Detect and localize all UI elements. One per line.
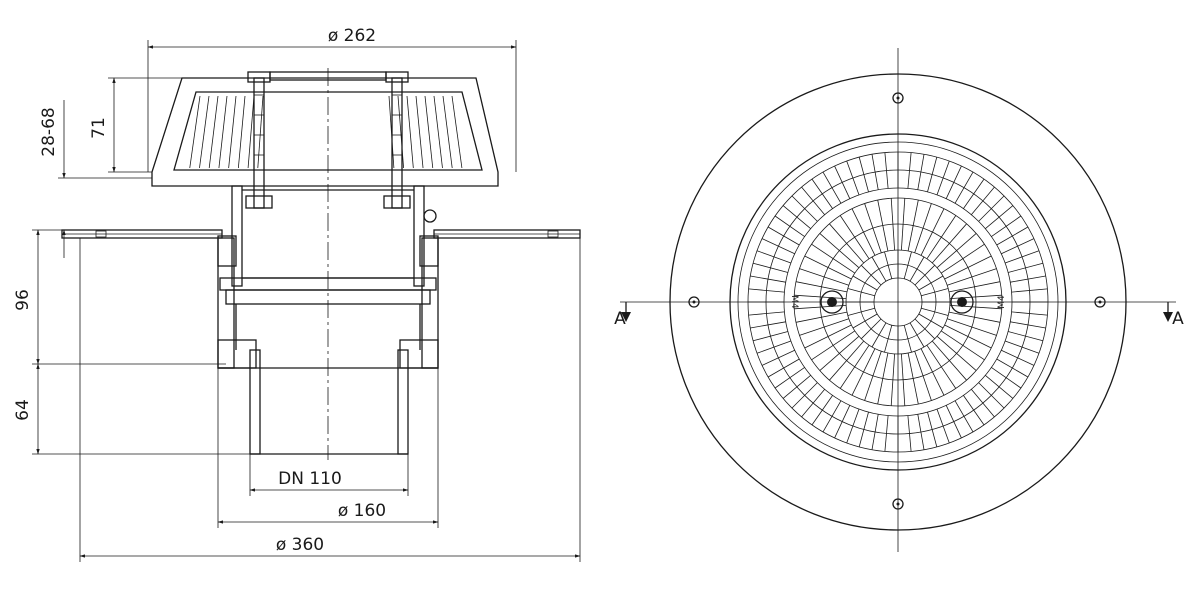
grate-bolt-right xyxy=(950,290,974,314)
dim-outlet-dn: DN 110 xyxy=(249,454,409,496)
svg-text:A: A xyxy=(614,309,626,329)
body-diameter-label: ø 160 xyxy=(338,501,386,521)
outlet-dn-label: DN 110 xyxy=(278,469,342,489)
flange xyxy=(61,229,581,239)
bolt-right xyxy=(383,71,411,209)
grate-dome xyxy=(151,71,499,187)
dim-body-height: 96 xyxy=(13,229,226,365)
top-diameter-label: ø 262 xyxy=(328,26,376,46)
grate-height-label: 71 xyxy=(89,117,109,139)
outlet-pipe xyxy=(249,349,409,455)
plan-view: M4 M4 A A xyxy=(614,48,1184,552)
section-marker-right: A xyxy=(1163,302,1184,329)
grate-bolt-left xyxy=(820,290,844,314)
dim-flange-diameter: ø 360 xyxy=(79,238,581,562)
dim-top-diameter: ø 262 xyxy=(147,26,517,172)
bolt-left xyxy=(245,71,273,209)
dim-body-diameter: ø 160 xyxy=(217,368,439,528)
section-view: ø 262 71 28-68 96 64 xyxy=(13,26,581,562)
section-marker-left: A xyxy=(614,302,631,329)
body-height-label: 96 xyxy=(13,289,33,311)
main-body xyxy=(217,237,439,369)
flange-diameter-label: ø 360 xyxy=(276,535,324,555)
dim-outlet-length: 64 xyxy=(13,363,250,455)
adjust-range-label: 28-68 xyxy=(39,107,59,156)
dim-adjust-range: 28-68 xyxy=(39,100,152,258)
flange-holes xyxy=(688,92,1106,510)
dim-grate-height: 71 xyxy=(89,77,250,173)
grate-mark-left: M4 xyxy=(789,295,799,309)
outlet-length-label: 64 xyxy=(13,399,33,421)
svg-text:A: A xyxy=(1172,309,1184,329)
grate-mark-right: M4 xyxy=(997,295,1007,309)
